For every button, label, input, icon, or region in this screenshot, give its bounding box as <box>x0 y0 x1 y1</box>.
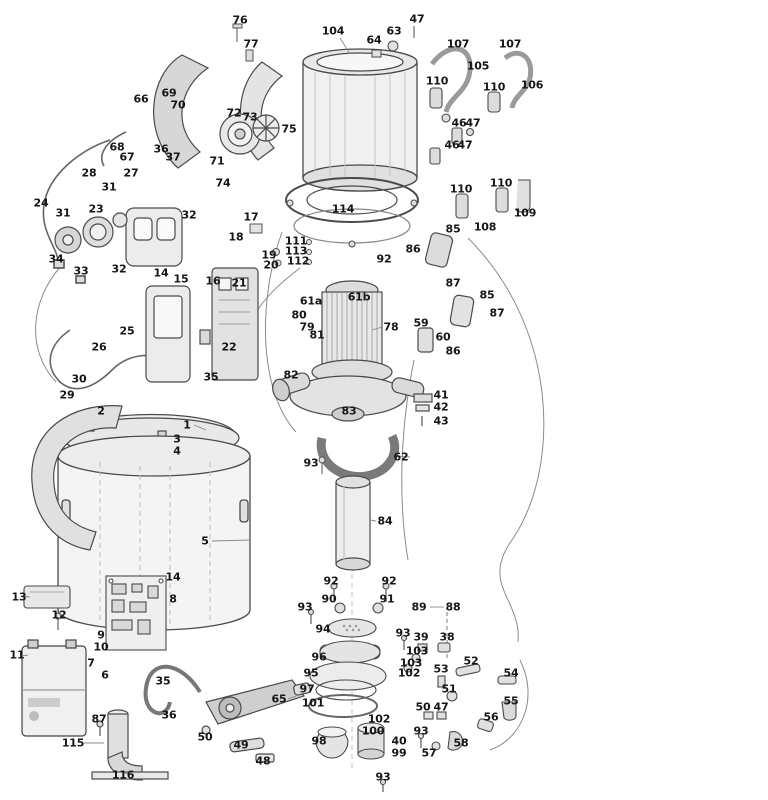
motor-assembly <box>311 280 393 385</box>
side-brackets <box>413 232 475 426</box>
small-fittings <box>403 642 517 751</box>
floor-tool <box>201 679 311 763</box>
pump-assembly <box>307 574 448 792</box>
drain-elbow <box>91 709 169 781</box>
relay-box <box>23 585 71 630</box>
control-board <box>105 575 167 651</box>
screw-76-77 <box>232 23 254 62</box>
small-hardware-17-20 <box>249 223 312 267</box>
filter-canister <box>302 48 418 192</box>
sealing-ring <box>285 177 419 248</box>
pump-volute <box>272 372 425 422</box>
clamp-screw <box>318 456 326 474</box>
tank-shroud <box>31 405 123 551</box>
control-panel-bracket <box>145 267 259 383</box>
fan-icon <box>252 114 280 142</box>
leader-lines <box>21 37 444 776</box>
drain-hose <box>143 664 202 716</box>
suction-tube <box>335 475 371 571</box>
battery <box>21 639 87 737</box>
wire-harness <box>42 131 171 390</box>
clamp-ring <box>316 433 400 482</box>
mounting-plate <box>54 207 183 267</box>
hose-group <box>429 46 534 113</box>
hose-fittings <box>429 87 531 219</box>
handle-assembly <box>153 54 284 169</box>
float-valve-parts <box>371 26 415 58</box>
